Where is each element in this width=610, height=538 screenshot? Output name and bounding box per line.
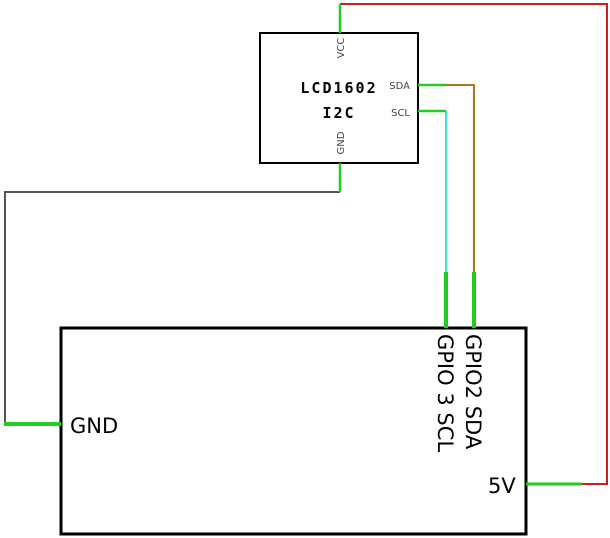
pi-gpio2-label: GPIO2 SDA (461, 334, 485, 450)
sda-wire (446, 84, 475, 272)
lcd-module-name: LCD1602 (300, 79, 377, 97)
vcc-wire (340, 3, 608, 485)
pi-board-body (59, 326, 528, 536)
lcd-vcc-label: VCC (336, 38, 347, 59)
pi-gpio3-label: GPIO 3 SCL (433, 334, 457, 452)
lcd-module-interface: I2C (322, 104, 355, 122)
lcd-sda-label: SDA (389, 81, 410, 92)
lcd-module-body (259, 32, 419, 164)
pi-5v-label: 5V (488, 474, 516, 498)
lcd-gnd-label: GND (336, 131, 347, 154)
gnd-wire (4, 191, 340, 424)
pi-gnd-label: GND (70, 414, 118, 438)
pi-board: GND GPIO 3 SCL GPIO2 SDA 5V (4, 272, 582, 536)
lcd-module: VCC GND SDA SCL LCD1602 I2C (259, 4, 446, 192)
lcd-scl-label: SCL (391, 108, 410, 119)
